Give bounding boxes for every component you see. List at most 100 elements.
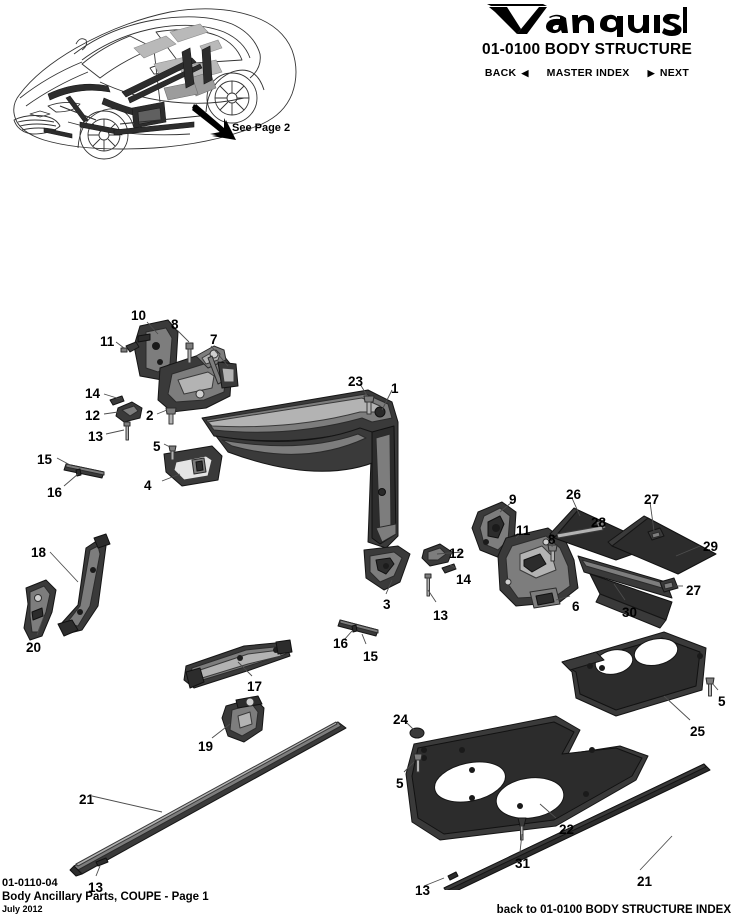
callout-22: 22 <box>559 822 575 837</box>
callout-1: 1 <box>391 381 399 396</box>
callout-14a: 14 <box>85 386 101 401</box>
callout-5c: 5 <box>718 694 726 709</box>
footer-description: Body Ancillary Parts, COUPE - Page 1 <box>2 890 209 903</box>
next-arrow-icon[interactable]: ▶ <box>647 67 655 78</box>
part-3-mount-bracket <box>363 545 411 591</box>
callout-11b: 11 <box>516 523 531 538</box>
callout-19: 19 <box>198 739 214 754</box>
callout-23: 23 <box>348 374 364 389</box>
back-link[interactable]: BACK <box>484 67 517 79</box>
part-13-clip-d <box>447 871 459 881</box>
part-7-jack-assembly <box>157 345 239 413</box>
callout-20: 20 <box>26 640 42 655</box>
header-navigation: BACK ◀ MASTER INDEX ▶ NEXT <box>437 67 737 79</box>
callout-27a: 27 <box>644 492 660 507</box>
part-22-floor-panel <box>405 715 649 841</box>
part-5-screw-c <box>705 677 715 697</box>
part-1-pillar-brace <box>201 389 399 549</box>
back-to-index-link[interactable]: back to 01-0100 BODY STRUCTURE INDEX <box>496 904 731 916</box>
callout-16b: 16 <box>333 636 349 651</box>
callout-8b: 8 <box>548 532 556 547</box>
part-30-lower-rail <box>589 573 673 629</box>
callout-15b: 15 <box>363 649 379 664</box>
callout-13b: 13 <box>433 608 449 623</box>
callout-10: 10 <box>131 308 147 323</box>
part-13-screw-b <box>424 573 432 597</box>
vanquish-logo <box>437 2 737 38</box>
part-8-bolt-b <box>547 544 558 562</box>
part-23-bolt <box>363 395 375 415</box>
part-4-trim <box>163 445 223 487</box>
callout-21a: 21 <box>79 792 95 807</box>
part-13-clip-c <box>95 857 109 867</box>
see-page-label: See Page 2 <box>232 122 291 134</box>
callout-13d: 13 <box>415 883 431 898</box>
part-12-bracket <box>115 401 143 423</box>
callout-13c: 13 <box>88 880 104 895</box>
master-index-link[interactable]: MASTER INDEX <box>546 67 630 79</box>
see-page-arrow-icon <box>192 104 236 140</box>
part-2-bolt <box>165 407 177 425</box>
part-21-sill-lower <box>443 763 711 890</box>
callout-28: 28 <box>591 515 607 530</box>
footer-left-block: 01-0110-04 Body Ancillary Parts, COUPE -… <box>2 876 209 916</box>
vehicle-illustration: See Page 2 <box>4 2 304 162</box>
next-link[interactable]: NEXT <box>659 67 690 79</box>
callout-30: 30 <box>622 605 638 620</box>
footer-date: July 2012 <box>2 904 43 915</box>
callout-14b: 14 <box>456 572 472 587</box>
callout-12b: 12 <box>449 546 465 561</box>
callout-6: 6 <box>572 599 580 614</box>
callout-11a: 11 <box>100 334 115 349</box>
callout-13a: 13 <box>88 429 104 444</box>
part-21-sill-upper <box>69 721 347 877</box>
part-13-screw-a <box>123 421 131 441</box>
callout-5a: 5 <box>153 439 161 454</box>
part-17-rail <box>183 639 293 689</box>
part-30-rail <box>577 555 673 599</box>
callout-21b: 21 <box>637 874 653 889</box>
footer-part-code: 01-0110-04 <box>2 876 58 889</box>
callout-7: 7 <box>210 332 218 347</box>
part-12-bracket-b <box>421 543 453 567</box>
callout-27b: 27 <box>686 583 702 598</box>
callout-26: 26 <box>566 487 582 502</box>
part-15-strip-center <box>337 619 379 637</box>
part-5-screw-a <box>168 445 177 461</box>
callout-15a: 15 <box>37 452 53 467</box>
callout-5b: 5 <box>396 776 404 791</box>
back-arrow-icon[interactable]: ◀ <box>521 67 529 78</box>
part-24-grommet <box>409 727 425 739</box>
callout-2: 2 <box>146 408 154 423</box>
part-27-clip-b <box>659 577 679 593</box>
callout-17: 17 <box>247 679 263 694</box>
callout-9: 9 <box>509 492 517 507</box>
part-5-screw-b <box>413 753 423 773</box>
part-25-tunnel-cover <box>561 631 707 717</box>
part-27-clip-a <box>647 527 665 541</box>
callout-25: 25 <box>690 724 706 739</box>
callout-8a: 8 <box>171 317 179 332</box>
callout-18: 18 <box>31 545 47 560</box>
callout-31: 31 <box>515 856 531 871</box>
part-9-casting <box>471 501 517 559</box>
callout-3: 3 <box>383 597 391 612</box>
part-16-clip-center <box>351 624 358 633</box>
page-header: 01-0100 BODY STRUCTURE BACK ◀ MASTER IND… <box>437 0 737 79</box>
part-29-panel <box>607 515 717 575</box>
part-28-pin <box>556 519 607 539</box>
part-19-bracket <box>221 695 265 743</box>
part-20-bracket <box>23 579 57 641</box>
exploded-parts-diagram: .dk { fill:#3a3a3a; stroke:#151515; stro… <box>0 150 737 897</box>
callout-4: 4 <box>144 478 152 493</box>
part-14-pin-b <box>441 563 457 574</box>
callout-24: 24 <box>393 712 409 727</box>
part-15-strip-left <box>63 463 105 479</box>
part-14-pin <box>109 395 125 406</box>
document-title: 01-0100 BODY STRUCTURE <box>482 41 692 58</box>
callout-29: 29 <box>703 539 719 554</box>
part-18-brace <box>57 533 111 637</box>
callout-16a: 16 <box>47 485 63 500</box>
callout-12a: 12 <box>85 408 101 423</box>
